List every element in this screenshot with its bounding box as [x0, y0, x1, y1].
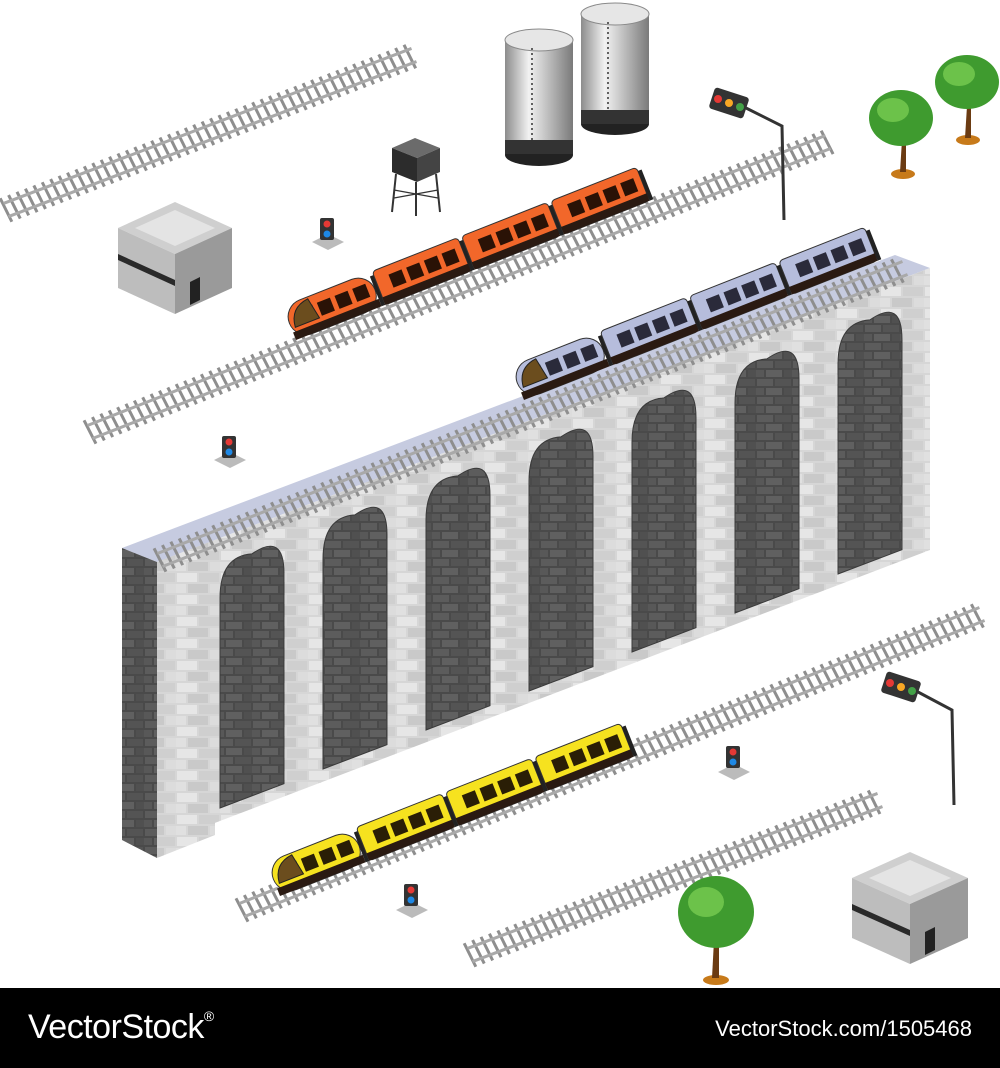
storage-tank: [580, 2, 650, 135]
train: [515, 227, 882, 400]
tree: [869, 90, 933, 179]
rail-track: [0, 44, 418, 223]
signal-light: [396, 884, 428, 918]
tree: [935, 55, 999, 145]
train: [287, 167, 654, 340]
storage-tank: [504, 28, 574, 166]
watermark-bar: VectorStock® VectorStock.com/1505468: [0, 988, 1000, 1068]
viaduct-track: [152, 258, 909, 573]
station-building: [852, 852, 968, 964]
rail-track: [462, 789, 884, 968]
brand-logo: VectorStock®: [28, 1008, 214, 1046]
railway-isometric-scene: [0, 2, 999, 985]
viaduct: [122, 255, 930, 858]
image-id: VectorStock.com/1505468: [715, 1016, 972, 1041]
tree: [678, 876, 754, 985]
traffic-light: [709, 87, 786, 221]
signal-light: [312, 218, 344, 250]
rail-track: [82, 129, 835, 445]
signal-light: [718, 746, 750, 780]
water-tower: [391, 138, 441, 216]
signal-light: [214, 436, 246, 468]
train: [271, 723, 638, 896]
traffic-light: [881, 671, 956, 806]
station-building: [118, 202, 232, 314]
